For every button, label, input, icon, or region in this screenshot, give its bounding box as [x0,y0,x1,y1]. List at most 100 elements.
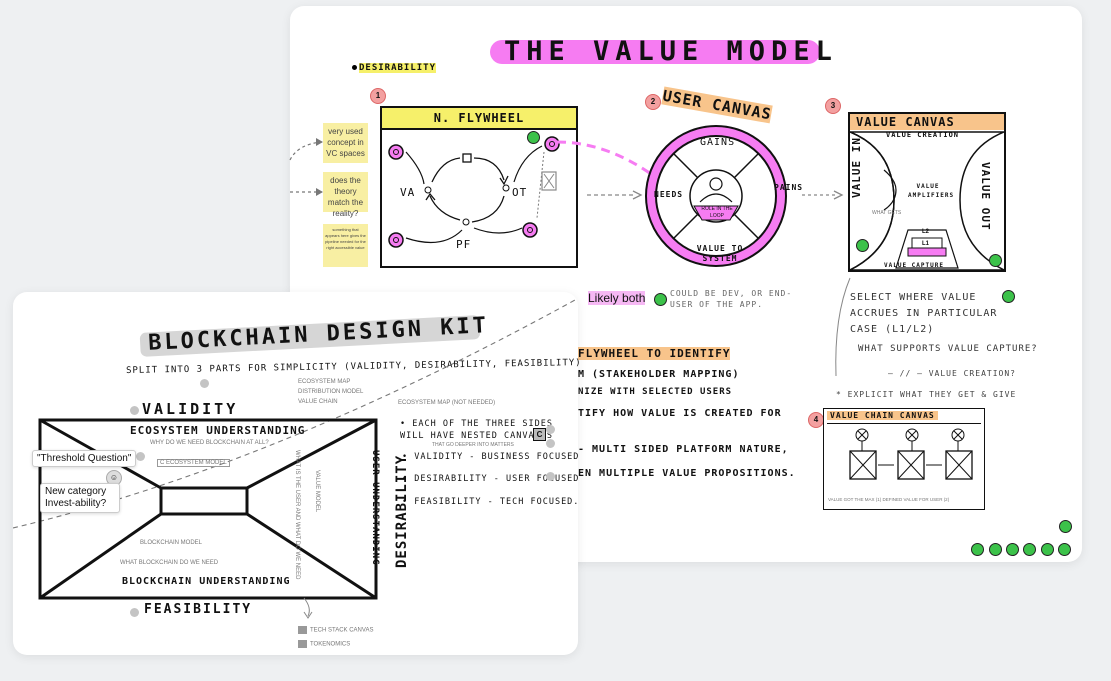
side-arrows [289,138,323,196]
ecosystem-model: C ECOSYSTEM MODEL [157,459,230,467]
explicit-note: * EXPLICIT WHAT THEY GET & GIVE [836,390,1017,399]
sticky-note[interactable]: does the theory match the reality? [323,172,368,218]
design-kit-title-text: BLOCKCHAIN DESIGN KIT [147,313,490,356]
hourglass-icon [541,171,557,191]
ecosystem-title: ECOSYSTEM UNDERSTANDING [130,424,306,437]
user-canvas-needs: NEEDS [654,190,684,199]
value-canvas-l1: L1 [922,241,930,247]
comment-dot[interactable] [136,452,145,461]
bottom-note: TECH STACK CANVAS [298,626,373,634]
title-highlight [490,40,820,64]
value-chain-frame[interactable]: VALUE CHAIN CANVAS VALUE GOT THE MAX (1)… [823,408,985,510]
value-canvas-l2: L2 [922,229,930,235]
top-note: ECOSYSTEM MAP [298,379,351,385]
link-connector [556,140,652,176]
threshold-comment[interactable]: "Threshold Question" [32,450,137,467]
ecosystem-sub: WHY DO WE NEED BLOCKCHAIN AT ALL? [150,440,269,446]
status-dot [1059,520,1072,533]
dashed-arrow [587,190,643,200]
comment-dot[interactable] [546,472,555,481]
value-canvas-what-gets: WHAT GETS [872,210,902,216]
sticky-note[interactable]: very used concept in VC spaces [323,123,368,163]
bullet-item: • DESIRABILITY - USER FOCUSED [402,474,580,484]
value-canvas-capture: VALUE CAPTURE [884,262,944,269]
flywheel-diagram [388,136,560,248]
user-canvas-diagram[interactable] [640,96,800,286]
value-canvas-amplifiers: VALUE AMPLIFIERS [908,183,955,199]
status-dot [1002,290,1015,303]
flywheel-header: N. FLYWHEEL [382,108,576,130]
comment-dot[interactable] [546,425,555,434]
validity-label: VALIDITY [142,400,239,418]
step-number-badge: 4 [808,412,824,428]
design-kit-title: BLOCKCHAIN DESIGN KIT [139,313,500,358]
select-note: SELECT WHERE VALUE ACCRUES IN PARTICULAR… [850,292,998,335]
arrow-down [303,597,313,619]
value-canvas-in: VALUE IN [850,137,863,198]
status-dot [1041,543,1054,556]
mid-line: EN MULTIPLE VALUE PROPOSITIONS. [578,468,796,479]
feasibility-label: FEASIBILITY [144,602,253,617]
c-box: C [533,428,546,441]
value-chain-diagram [849,428,973,480]
flywheel-title: N. FLYWHEEL [433,111,525,125]
top-note: DISTRIBUTION MODEL [298,389,364,395]
top-notes: ECOSYSTEM MAP DISTRIBUTION MODEL VALUE C… [298,377,363,407]
status-dot [527,131,540,144]
value-model-title-text: THE VALUE MODEL [504,36,838,67]
comment-dot[interactable] [130,608,139,617]
status-dot [654,293,667,306]
sticky-note[interactable]: something that appears here gives the pi… [323,224,368,267]
bullet-item: • EACH OF THE THREE SIDES WILL HAVE NEST… [400,419,553,441]
value-canvas-frame[interactable]: VALUE CANVAS VALUE CREATION VALUE IN VAL… [848,112,1006,272]
status-dot [989,254,1002,267]
new-category-comment[interactable]: New category Invest-ability? [40,483,120,513]
dashed-arrow [802,190,844,200]
value-canvas-out: VALUE OUT [979,162,992,231]
mid-line: M (STAKEHOLDER MAPPING) [578,369,740,380]
blockchain-sub: WHAT BLOCKCHAIN DO WE NEED [120,560,219,566]
mid-line: - MULTI SIDED PLATFORM NATURE, [578,444,789,455]
bullet-small: THAT GO DEEPER INTO MATTERS [432,442,514,448]
value-chain-title: VALUE CHAIN CANVAS [827,411,938,420]
step-number-badge: 2 [645,94,661,110]
bottom-note: TOKENOMICS [298,640,350,648]
user-understanding-label: USER UNDERSTANDING [370,450,380,566]
likely-both-note: Likely both [588,291,646,305]
blockchain-title: BLOCKCHAIN UNDERSTANDING [122,576,291,587]
blockchain-model: BLOCKCHAIN MODEL [140,540,203,546]
mid-line: TIFY HOW VALUE IS CREATED FOR [578,408,782,419]
comment-dot[interactable] [200,379,209,388]
value-model-note: VALUE MODEL [314,470,320,513]
flywheel-node-ot: OT [512,186,528,199]
status-dot [1058,543,1071,556]
user-canvas-role: ROLE IN THE LOOP [701,206,733,219]
mid-line: FLYWHEEL TO IDENTIFY [578,347,731,360]
value-chain-note: VALUE GOT THE MAX (1) DEFINED VALUE FOR … [828,497,950,502]
user-note: WHAT IS THE USER AND WHAT DO WE NEED [294,450,300,580]
status-dot [856,239,869,252]
value-canvas-creation: VALUE CREATION [886,131,960,139]
user-canvas-gains: GAINS [700,137,736,148]
divider [827,423,981,424]
step-number-badge: 1 [370,88,386,104]
step-number-badge: 3 [825,98,841,114]
user-canvas-value: VALUE TO SYSTEM [696,244,744,263]
desirability-label: DESIRABILITY [352,62,437,73]
flywheel-node-va: VA [400,186,416,199]
comment-dot[interactable] [546,439,555,448]
status-dot [989,543,1002,556]
bullet-item: • VALIDITY - BUSINESS FOCUSED [402,452,580,462]
creation-note: — // — VALUE CREATION? [888,369,1016,378]
status-dot [971,543,984,556]
comment-dot[interactable] [130,406,139,415]
supports-note: WHAT SUPPORTS VALUE CAPTURE? [858,344,1038,354]
could-be-note: COULD BE DEV, OR END-USER OF THE APP. [670,289,793,309]
status-dot [1006,543,1019,556]
top-note: VALUE CHAIN [298,399,338,405]
value-canvas-shape [850,131,1004,271]
flywheel-frame[interactable]: N. FLYWHEEL VA OT PF [380,106,578,268]
user-canvas-pains: PAINS [774,183,804,192]
value-canvas-title: VALUE CANVAS [850,114,1004,130]
mid-line: NIZE WITH SELECTED USERS [578,387,733,397]
